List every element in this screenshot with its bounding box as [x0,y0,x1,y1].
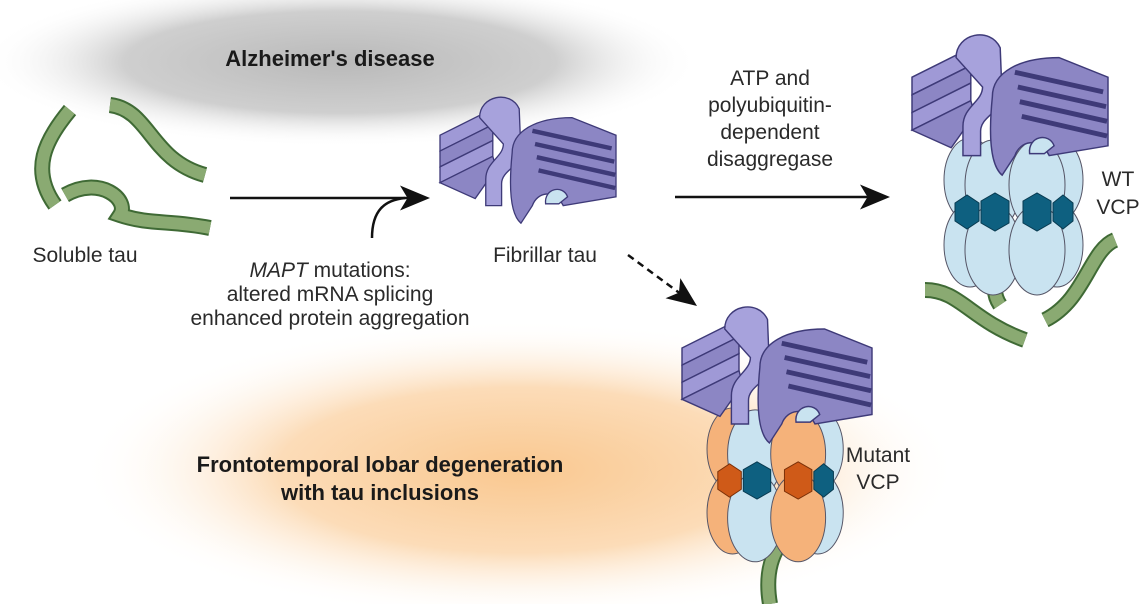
mutant-vcp-label-line2: VCP [856,471,899,494]
wt-vcp-label-line2: VCP [1096,196,1139,219]
mapt-label-line3: enhanced protein aggregation [190,307,469,330]
alzheimers-background [0,0,700,147]
alzheimers-label: Alzheimer's disease [225,46,434,71]
mutant-vcp-label-line1: Mutant [846,444,910,467]
wt-vcp-label-line1: WT [1102,168,1135,191]
mapt-label-rest: mutations: [308,259,411,282]
mapt-gene-name: MAPT [249,259,310,282]
wt-vcp-hexamer [943,137,1084,296]
soluble-tau-label: Soluble tau [32,244,137,267]
disaggregase-label-line2: polyubiquitin- [708,94,832,117]
tau-strand [34,104,77,210]
disaggregase-label-line1: ATP and [730,67,810,90]
fibrillar-tau-label: Fibrillar tau [493,244,597,267]
tau-strand [61,179,212,236]
disaggregase-label-line3: dependent [720,121,819,144]
mapt-label-line2: altered mRNA splicing [227,283,434,306]
ftld-label-line2: with tau inclusions [280,480,479,505]
soluble-tau-strands [34,97,212,236]
mutation-input-arrow [370,196,406,239]
wt-vcp-complex [912,35,1119,348]
ftld-label-line1: Frontotemporal lobar degeneration [197,452,564,477]
mapt-label-line1: MAPT mutations: [249,259,410,282]
released-tau-strands [924,232,1119,348]
tau-strand [108,97,208,183]
disaggregase-label-line4: disaggregase [707,148,833,171]
wt-bound-fibril [912,35,1108,175]
mutant-pathway-arrow [627,253,698,306]
mutant-vcp-complex [682,307,872,604]
